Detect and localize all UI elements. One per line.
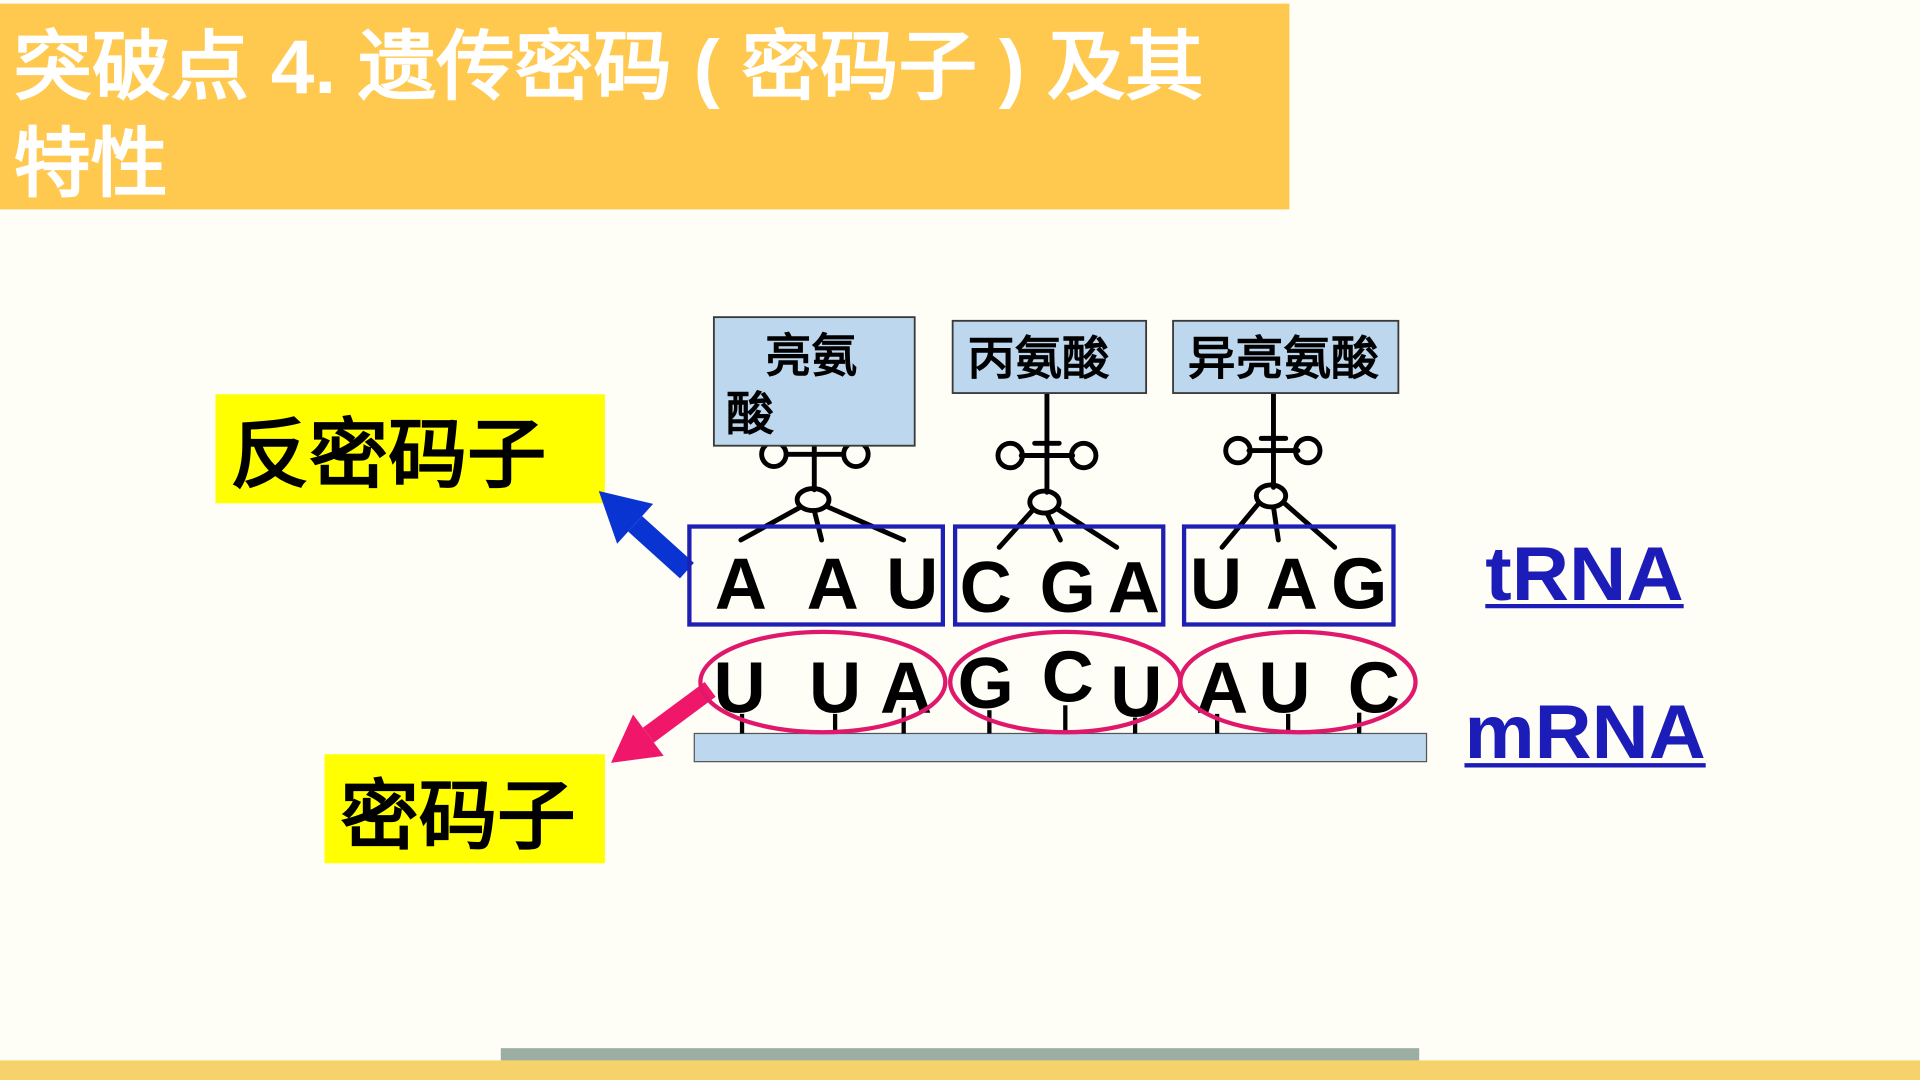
amino-acid-1-label-line-2: 酸: [726, 388, 774, 440]
codon-1-base-2: U: [809, 649, 861, 729]
amino-acid-2-box: [951, 319, 1148, 394]
bottom-bar: [500, 1048, 1420, 1061]
anticodon-3-base-2: A: [1266, 545, 1318, 625]
title-banner: 突破点 4. 遗传密码 ( 密码子 ) 及其 特性: [0, 3, 1290, 210]
bottom-band: [0, 1060, 1920, 1080]
amino-acid-1-box: [712, 316, 916, 447]
anticodon-1-box: [687, 524, 945, 627]
codon-label-text: 密码子: [340, 774, 575, 859]
amino-acid-1: 亮氨 酸: [712, 316, 916, 447]
trna-2-right-loop: [1068, 440, 1099, 471]
codon-3-base-2: U: [1258, 649, 1310, 729]
mrna-label: mRNA: [1464, 690, 1706, 775]
trna-1-leg-left: [738, 504, 804, 543]
amino-acid-3-box: [1172, 319, 1400, 394]
trna-1-leg-right: [825, 504, 907, 543]
codon-2-base-3: U: [1110, 652, 1162, 732]
anticodon-2: C G A: [952, 524, 1166, 628]
anticodon-label: 反密码子: [215, 394, 605, 504]
codon-2: G C U: [948, 629, 1183, 735]
codon-1-ring: [698, 629, 948, 735]
anticodon-label-highlight: [215, 394, 605, 504]
codon-2-base-2: C: [1042, 638, 1094, 718]
codon-label: 密码子: [324, 754, 605, 864]
anticodon-arrow-shaft: [628, 516, 694, 579]
anticodon-2-base-2: G: [1040, 548, 1096, 628]
codon-arrow-head: [611, 714, 664, 763]
anticodon-2-box: [952, 524, 1166, 627]
anticodon-2-base-1: C: [960, 548, 1012, 628]
amino-acid-3: 异亮氨酸: [1172, 319, 1400, 394]
title-banner-fill: [0, 3, 1290, 210]
codon-1: U U A: [698, 629, 948, 735]
codon-label-highlight: [324, 754, 605, 864]
codon-1-base-3: A: [880, 649, 932, 729]
mrna-label-text: mRNA: [1464, 690, 1705, 775]
anticodon-1-base-1: A: [715, 545, 767, 625]
trna-label-text: tRNA: [1485, 532, 1683, 617]
anticodon-1-base-3: U: [886, 545, 938, 625]
codon-arrow: [611, 682, 716, 763]
anticodon-arrow: [598, 491, 694, 579]
codon-3-base-3: C: [1348, 649, 1400, 729]
trna-label: tRNA: [1485, 532, 1684, 617]
anticodon-3: U A G: [1181, 524, 1396, 627]
mrna-strand: [693, 732, 1428, 763]
slide-title-line-1: 突破点 4. 遗传密码 ( 密码子 ) 及其: [13, 25, 1203, 110]
trna-2-anticodon-loop: [1027, 488, 1062, 516]
anticodon-1: A A U: [687, 524, 945, 627]
trna-1: [738, 413, 907, 543]
anticodon-label-text: 反密码子: [230, 413, 546, 498]
anticodon-3-base-1: U: [1190, 545, 1242, 625]
amino-acid-2: 丙氨酸: [951, 319, 1148, 394]
slide-title-line-2: 特性: [13, 122, 167, 207]
anticodon-2-base-3: A: [1108, 548, 1160, 628]
codon-arrow-shaft: [642, 682, 716, 743]
trna-3-left-loop: [1223, 435, 1253, 466]
anticodon-arrow-head: [598, 491, 654, 544]
codon-1-base-1: U: [714, 649, 766, 729]
trna-2-left-loop: [995, 440, 1025, 471]
trna-3-right-loop: [1293, 435, 1323, 466]
amino-acid-3-label: 异亮氨酸: [1188, 333, 1380, 385]
trna-3-leg-middle: [1271, 504, 1281, 543]
anticodon-1-base-2: A: [807, 545, 859, 625]
codon-3-ring: [1178, 629, 1418, 735]
codon-3: A U C: [1178, 629, 1418, 735]
anticodon-3-box: [1181, 524, 1396, 627]
amino-acid-2-label: 丙氨酸: [967, 333, 1110, 385]
amino-acid-1-label-line-1: 亮氨: [765, 330, 857, 382]
anticodon-3-base-3: G: [1331, 545, 1387, 625]
codon-3-base-1: A: [1196, 649, 1248, 729]
